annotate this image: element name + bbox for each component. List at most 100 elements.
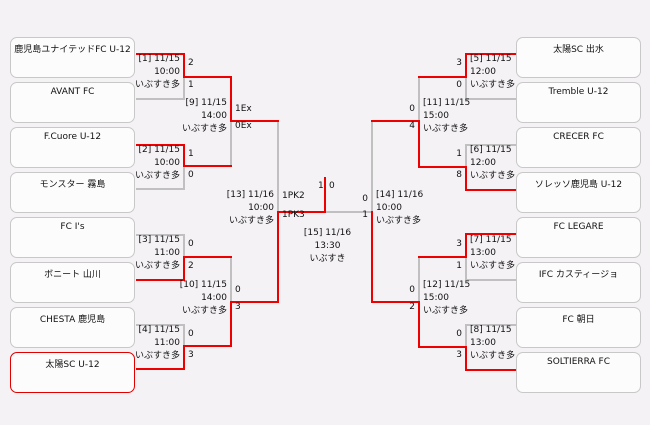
match-label: [8] 11/15	[470, 325, 512, 335]
score-bottom: 2	[409, 302, 415, 312]
score-top: 3	[456, 239, 462, 249]
score-top: 0	[456, 329, 462, 339]
match-time: 13:30	[314, 241, 341, 251]
match-time: 14:00	[201, 293, 227, 303]
match-time: 10:00	[376, 203, 402, 213]
team-name: FC LEGARE	[553, 222, 604, 232]
score-top: 0	[362, 194, 368, 204]
team-box[interactable]: FC 朝日	[516, 307, 641, 348]
team-name: Tremble U-12	[548, 87, 609, 97]
team-box[interactable]: CRECER FC	[516, 127, 641, 168]
score-top: 0	[235, 285, 241, 295]
match-label: [1] 11/15	[138, 54, 180, 64]
team-box[interactable]: ボニート 山川	[10, 262, 135, 303]
score-bottom: 1	[188, 80, 194, 90]
team-name: SOLTIERRA FC	[546, 357, 611, 367]
match-venue: いぶすき多	[423, 306, 469, 316]
match-venue: いぶすき多	[470, 80, 516, 90]
team-box[interactable]: AVANT FC	[10, 82, 135, 123]
score-bottom: 1	[362, 210, 368, 220]
score-bottom: 1	[456, 261, 462, 271]
match-label: [6] 11/15	[470, 145, 512, 155]
match-time: 12:00	[470, 158, 496, 168]
match-time: 15:00	[423, 111, 449, 121]
score-top: 3	[456, 58, 462, 68]
score-bottom: 3	[456, 350, 462, 360]
match-venue: いぶすき多	[134, 171, 180, 181]
match-time: 11:00	[154, 338, 180, 348]
score-top: 1	[188, 149, 194, 159]
match-time: 10:00	[154, 158, 180, 168]
team-name: ソレッソ鹿児島 U-12	[534, 180, 623, 190]
team-name: F.Cuore U-12	[43, 132, 102, 142]
score-top: 1	[456, 149, 462, 159]
score-bottom: 0	[456, 80, 462, 90]
score-bottom: 3	[235, 302, 241, 312]
match-label: [10] 11/15	[179, 280, 227, 290]
match-venue: いぶすき多	[423, 124, 469, 134]
match-label: [15] 11/16	[303, 228, 352, 238]
final-score-right: 0	[329, 181, 335, 191]
score-bottom: 0	[188, 170, 194, 180]
match-label: [9] 11/15	[185, 98, 227, 108]
team-box[interactable]: Tremble U-12	[516, 82, 641, 123]
match-label: [4] 11/15	[138, 325, 180, 335]
match-time: 10:00	[154, 67, 180, 77]
team-name: 太陽SC U-12	[45, 360, 100, 370]
match-label: [13] 11/16	[226, 190, 274, 200]
final-score-left: 1	[318, 181, 324, 191]
team-box[interactable]: FC LEGARE	[516, 217, 641, 258]
team-box[interactable]: モンスター 霧島	[10, 172, 135, 213]
match-venue: いぶすき多	[470, 261, 516, 271]
match-label: [14] 11/16	[376, 190, 424, 200]
match-venue: いぶすき多	[134, 261, 180, 271]
score-bottom: 0Ex	[235, 121, 252, 131]
score-top: 0	[409, 285, 415, 295]
team-box[interactable]: F.Cuore U-12	[10, 127, 135, 168]
match-venue: いぶすき多	[181, 124, 227, 134]
match-venue: いぶすき多	[470, 351, 516, 361]
team-box[interactable]: SOLTIERRA FC	[516, 352, 641, 393]
team-box[interactable]: CHESTA 鹿児島	[10, 307, 135, 348]
score-bottom: 3	[188, 350, 194, 360]
match-time: 13:00	[470, 338, 496, 348]
match-time: 14:00	[201, 111, 227, 121]
match-venue: いぶすき多	[376, 216, 422, 226]
match-label: [7] 11/15	[470, 235, 512, 245]
team-box[interactable]: IFC カスティージョ	[516, 262, 641, 303]
score-bottom: 2	[188, 261, 194, 271]
score-top: 0	[188, 329, 194, 339]
team-name: 鹿児島ユナイテッドFC U-12	[14, 45, 131, 55]
match-time: 10:00	[248, 203, 274, 213]
team-name: AVANT FC	[50, 87, 95, 97]
team-box[interactable]: 太陽SC 出水	[516, 37, 641, 78]
team-name: IFC カスティージョ	[538, 270, 619, 280]
team-box[interactable]: FC I's	[10, 217, 135, 258]
team-name: CHESTA 鹿児島	[39, 315, 106, 325]
score-bottom: 4	[409, 121, 415, 131]
team-box-champion[interactable]: 太陽SC U-12	[10, 352, 135, 393]
match-label: [3] 11/15	[138, 235, 180, 245]
match-venue: いぶすき多	[470, 171, 516, 181]
score-top: 0	[188, 239, 194, 249]
team-name: ボニート 山川	[44, 270, 101, 280]
team-name: CRECER FC	[553, 132, 604, 142]
match-venue: いぶすき多	[134, 80, 180, 90]
match-time: 11:00	[154, 248, 180, 258]
team-name: 太陽SC 出水	[553, 45, 604, 55]
team-box[interactable]: ソレッソ鹿児島 U-12	[516, 172, 641, 213]
team-name: モンスター 霧島	[39, 180, 106, 190]
match-venue: いぶすき多	[134, 351, 180, 361]
team-name: FC I's	[60, 222, 85, 232]
match-label: [5] 11/15	[470, 54, 512, 64]
score-top: 0	[409, 104, 415, 114]
score-bottom: 8	[456, 170, 462, 180]
score-top: 1Ex	[235, 104, 252, 114]
match-time: 12:00	[470, 67, 496, 77]
match-venue: いぶすき多	[181, 306, 227, 316]
match-label: [12] 11/15	[423, 280, 471, 290]
match-time: 15:00	[423, 293, 449, 303]
team-box[interactable]: 鹿児島ユナイテッドFC U-12	[10, 37, 135, 78]
